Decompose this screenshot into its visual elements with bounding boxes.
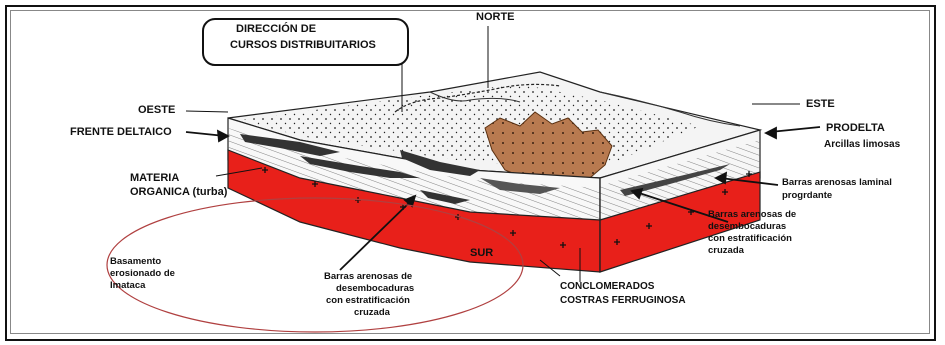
callout-arrows: [185, 126, 821, 271]
block-west-face-strata: [228, 128, 600, 220]
sur-label: SUR: [470, 247, 494, 259]
basamento-line1: Basamento: [110, 256, 162, 267]
prodelta-label: PRODELTA: [826, 122, 885, 134]
barras-right-line3: con estratificación: [708, 233, 792, 244]
materia-label-line1: MATERIA: [130, 172, 180, 184]
oxidized-zone-dots: [485, 112, 612, 186]
norte-label: NORTE: [476, 11, 515, 23]
barras-right-line2: desembocaduras: [708, 221, 787, 232]
direccion-label-line2: CURSOS DISTRIBUITARIOS: [230, 39, 376, 51]
barras-bottom-line3: con estratificación: [326, 295, 410, 306]
barras-laminal-line2: progrdante: [782, 190, 833, 201]
organic-matter-lens: [300, 156, 420, 178]
barras-bottom-line1: Barras arenosas de: [324, 271, 413, 282]
organic-matter-lens: [400, 150, 480, 176]
distributary-channel: [429, 91, 521, 103]
figure-inner-frame: [10, 10, 930, 334]
figure-frame: [5, 5, 936, 341]
barras-bottom-line2: desembocaduras: [336, 283, 415, 294]
callout-lines: [185, 26, 800, 282]
distributary-channel: [599, 91, 741, 127]
callout-box: [202, 18, 409, 66]
barras-right-line1: Barras arenosas de: [708, 209, 797, 220]
oeste-label: OESTE: [138, 104, 176, 116]
basement-plus-marks: [262, 167, 752, 248]
barras-bottom-line4: cruzada: [354, 307, 390, 318]
basamento-line2: erosionado de: [110, 268, 175, 279]
basamento-line3: Imataca: [110, 280, 146, 291]
barras-laminal-line1: Barras arenosas laminal: [782, 177, 892, 188]
direccion-label-line1: DIRECCIÓN DE: [236, 23, 317, 35]
arcillas-label: Arcillas limosas: [824, 139, 901, 150]
conglomerados-line1: CONCLOMERADOS: [560, 281, 655, 292]
basement-ellipse: [106, 197, 524, 333]
organic-matter-lens: [240, 134, 340, 156]
barras-right-line4: cruzada: [708, 245, 744, 256]
este-label: ESTE: [806, 98, 835, 110]
organic-matter-lens: [480, 178, 560, 194]
conglomerados-line2: COSTRAS FERRUGINOSA: [560, 295, 686, 306]
organic-matter-lens: [420, 190, 470, 204]
distributary-channel: [394, 83, 561, 113]
materia-label-line2: ORGANICA (turba): [130, 186, 228, 198]
frente-deltaico-label: FRENTE DELTAICO: [70, 126, 172, 138]
organic-matter-lens: [620, 164, 730, 196]
